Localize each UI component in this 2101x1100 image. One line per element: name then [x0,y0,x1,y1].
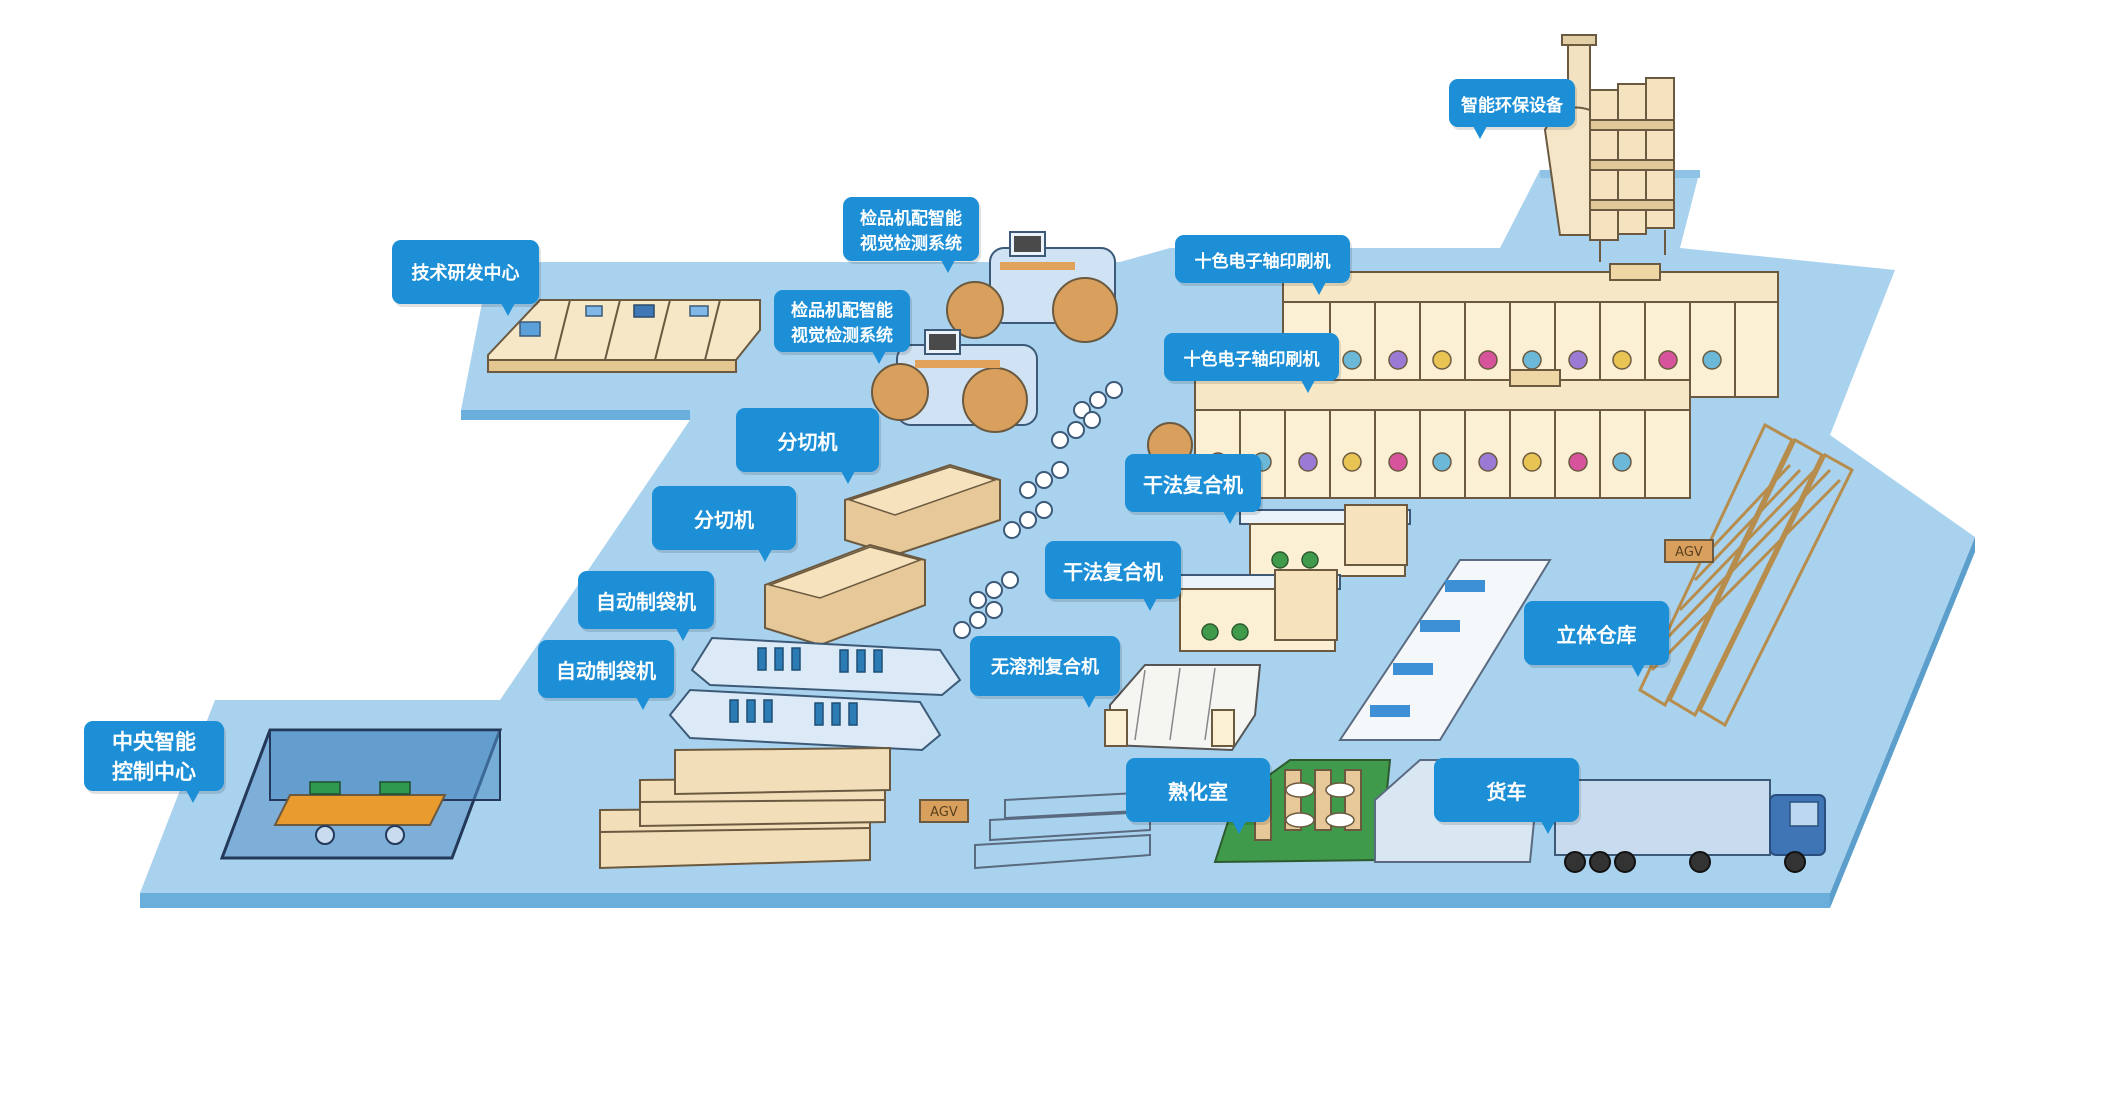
label-rd-center: 技术研发中心 [392,240,539,316]
central-control-room [219,728,503,860]
dry-laminator-2 [1169,569,1341,652]
slitter-machine-1 [844,463,1001,557]
label-bag-maker-2: 自动制袋机 [538,640,674,710]
bag-making-machine-2 [668,688,942,752]
bag-making-machine-1 [690,636,962,697]
inspection-machine-2 [871,329,1038,433]
dry-laminator-1 [1239,504,1411,577]
label-dry-laminator-1: 干法复合机 [1125,454,1261,524]
label-central-control: 中央智能 控制中心 [84,721,224,803]
label-solventless-laminator: 无溶剂复合机 [970,636,1120,708]
rd-center-building [487,299,761,373]
printing-press-2 [1147,369,1691,499]
label-slitter-1: 分切机 [736,408,879,484]
label-dry-laminator-2: 干法复合机 [1045,541,1181,611]
agv-marker-1: AGV [1664,539,1714,563]
truck [1554,779,1826,873]
inspection-machine-1 [946,231,1118,343]
environmental-equipment [1543,34,1675,262]
label-env-equipment: 智能环保设备 [1449,79,1575,139]
label-truck: 货车 [1434,758,1579,834]
agv-marker-2-label: AGV [930,805,958,820]
label-inspection-machine-1: 检品机配智能 视觉检测系统 [843,197,979,273]
label-printer-1: 十色电子轴印刷机 [1175,235,1350,295]
pallet-racks-left [599,746,891,870]
agv-marker-2: AGV [919,799,969,823]
label-warehouse: 立体仓库 [1524,601,1669,677]
roll-carts [953,381,1123,639]
warehouse-storage-bays [1338,559,1552,741]
label-curing-room: 熟化室 [1126,758,1270,834]
slitter-machine-2 [764,543,926,647]
label-inspection-machine-2: 检品机配智能 视觉检测系统 [774,290,910,364]
solventless-laminator [1104,664,1262,752]
label-printer-2: 十色电子轴印刷机 [1164,333,1339,393]
label-slitter-2: 分切机 [652,486,796,562]
label-bag-maker-1: 自动制袋机 [578,571,714,641]
agv-marker-1-label: AGV [1675,545,1703,560]
